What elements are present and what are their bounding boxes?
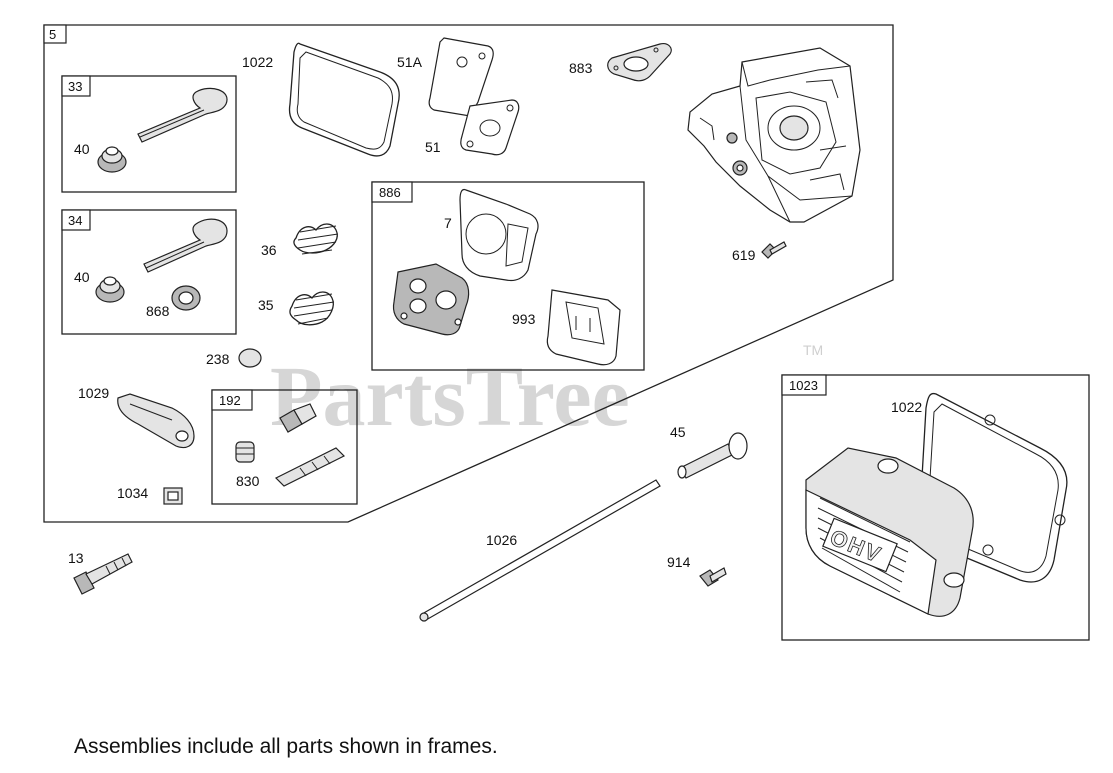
- intake-valve[interactable]: [137, 87, 228, 143]
- valve-spring-36[interactable]: [293, 223, 339, 255]
- valve-cover-gasket-plate[interactable]: [392, 263, 470, 336]
- frame-33: [61, 75, 237, 193]
- rocker-cover[interactable]: OHV: [805, 447, 974, 617]
- valve-spring-keeper-40a[interactable]: [97, 146, 127, 173]
- frame-192: [211, 389, 358, 505]
- frame-192-label: 192: [219, 393, 241, 408]
- frame-33-label: 33: [68, 79, 82, 94]
- label-883: 883: [569, 60, 593, 76]
- label-1022a: 1022: [242, 54, 273, 70]
- label-45: 45: [670, 424, 686, 440]
- frame-886: [371, 181, 645, 371]
- frame-34: [61, 209, 237, 335]
- label-830: 830: [236, 473, 260, 489]
- label-51a: 51A: [397, 54, 423, 70]
- footnote: Assemblies include all parts shown in fr…: [74, 735, 498, 758]
- valve-spring-35[interactable]: [289, 291, 335, 326]
- frame-1023-label: 1023: [789, 378, 818, 393]
- label-36: 36: [261, 242, 277, 258]
- retainer-1034[interactable]: [163, 487, 183, 505]
- frame-34-label: 34: [68, 213, 82, 228]
- label-1034: 1034: [117, 485, 148, 501]
- label-13: 13: [68, 550, 84, 566]
- cap-238[interactable]: [238, 348, 262, 368]
- label-35: 35: [258, 297, 274, 313]
- rocker-arm-1029[interactable]: [117, 393, 195, 449]
- label-914: 914: [667, 554, 691, 570]
- label-1022b: 1022: [891, 399, 922, 415]
- frame-1023-label-box: [781, 374, 827, 396]
- valve-rotator-868[interactable]: [171, 285, 201, 311]
- label-40b: 40: [74, 269, 90, 285]
- label-238: 238: [206, 351, 230, 367]
- label-40a: 40: [74, 141, 90, 157]
- frame-886-label-box: [371, 181, 413, 203]
- head-gasket-7[interactable]: [459, 188, 539, 282]
- rocker-cover-gasket-1022a[interactable]: [288, 42, 400, 157]
- exhaust-gasket-883[interactable]: [607, 43, 672, 82]
- frame-1023: [781, 374, 1090, 641]
- label-7: 7: [444, 215, 452, 231]
- frame-34-label-box: [61, 209, 91, 231]
- watermark-trademark: TM: [803, 342, 823, 358]
- valve-spring-keeper-40b[interactable]: [95, 276, 125, 303]
- frame-5-label: 5: [49, 27, 56, 42]
- push-rod-1026[interactable]: [419, 479, 661, 622]
- label-51: 51: [425, 139, 441, 155]
- frame-886-label: 886: [379, 185, 401, 200]
- rocker-stud-830[interactable]: [274, 447, 346, 487]
- label-993: 993: [512, 311, 536, 327]
- bolt-13[interactable]: [73, 553, 133, 595]
- watermark: PartsTree: [270, 348, 630, 444]
- label-1026: 1026: [486, 532, 517, 548]
- intake-gasket-51[interactable]: [460, 99, 520, 156]
- breather-nut[interactable]: [279, 403, 317, 433]
- guide-45[interactable]: [677, 432, 748, 479]
- bolt-619[interactable]: [761, 241, 787, 259]
- label-1029: 1029: [78, 385, 109, 401]
- screw-914[interactable]: [699, 567, 727, 587]
- frame-192-label-box: [211, 389, 253, 411]
- exhaust-valve[interactable]: [143, 218, 228, 273]
- frame-5-label-box: [43, 24, 67, 44]
- label-868: 868: [146, 303, 170, 319]
- cylinder-head[interactable]: [687, 47, 861, 223]
- frame-33-label-box: [61, 75, 91, 97]
- gasket-993[interactable]: [546, 289, 621, 366]
- breather-spring[interactable]: [235, 441, 255, 463]
- label-619: 619: [732, 247, 756, 263]
- frame-5: [43, 24, 894, 523]
